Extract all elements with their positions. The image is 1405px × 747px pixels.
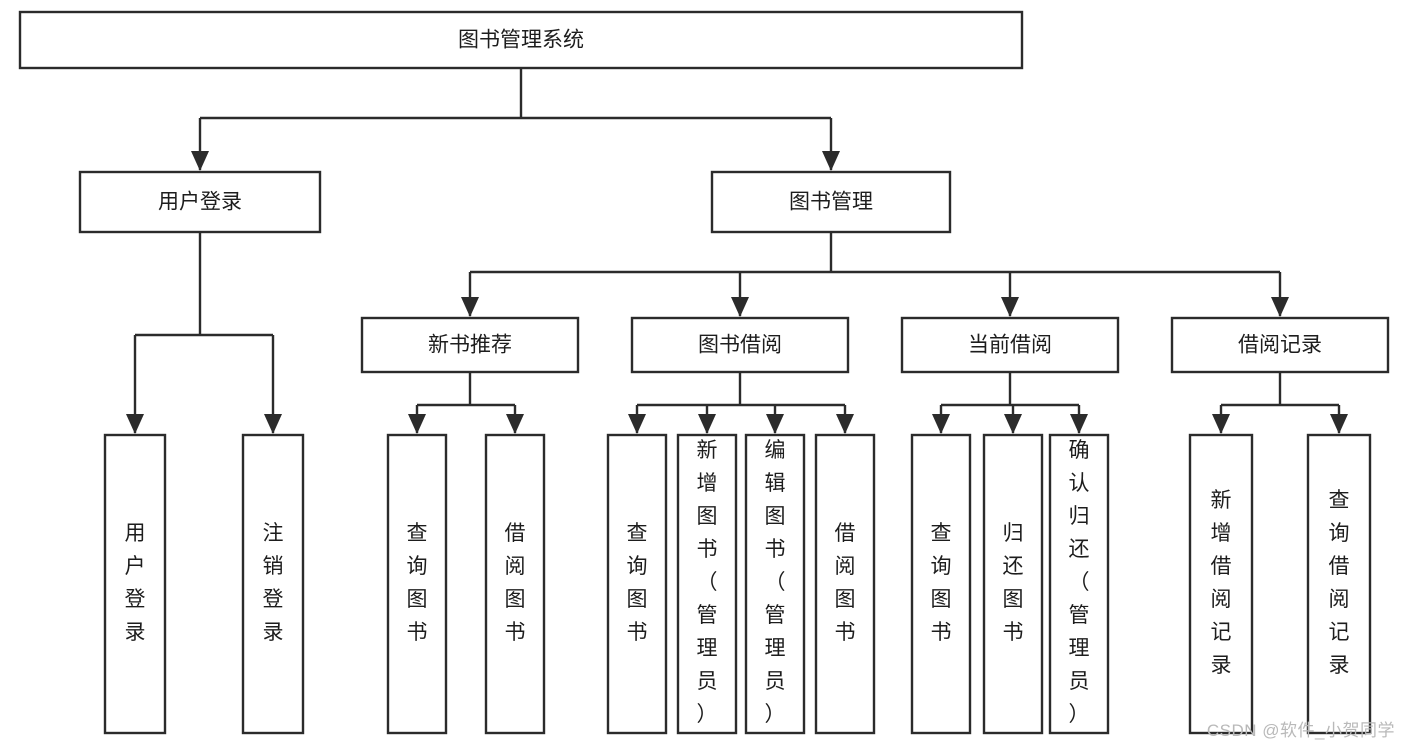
node-new-book-recommend[interactable]: 新书推荐 [360, 316, 580, 374]
node-box-user-login [78, 170, 322, 234]
node-box-book-manage [710, 170, 952, 234]
node-box-leaf-borrow-book-2 [814, 433, 876, 735]
node-box-leaf-user-login [103, 433, 167, 735]
node-leaf-confirm-return[interactable]: 确认归还（管理员） [1048, 433, 1110, 735]
node-leaf-query-book-1[interactable]: 查询图书 [386, 433, 448, 735]
node-box-leaf-query-book-3 [910, 433, 972, 735]
node-label-borrow-records: 借阅记录 [1238, 334, 1322, 357]
node-leaf-add-book[interactable]: 新增图书（管理员） [676, 433, 738, 735]
node-label-leaf-edit-book: 编辑图书（管理员） [765, 439, 786, 726]
node-label-leaf-confirm-return: 确认归还（管理员） [1069, 439, 1090, 726]
arrow-head-icon-leaf-borrow-book-1 [506, 414, 524, 434]
node-leaf-edit-book[interactable]: 编辑图书（管理员） [744, 433, 806, 735]
node-box-leaf-add-book [676, 433, 738, 735]
node-label-root: 图书管理系统 [458, 29, 584, 52]
arrow-head-icon-leaf-user-logout [264, 414, 282, 434]
node-leaf-borrow-book-1[interactable]: 借阅图书 [484, 433, 546, 735]
arrow-head-icon-leaf-query-book-2 [628, 414, 646, 434]
node-borrow-records[interactable]: 借阅记录 [1170, 316, 1390, 374]
node-box-leaf-confirm-return [1048, 433, 1110, 735]
node-user-login[interactable]: 用户登录 [78, 170, 322, 234]
node-box-leaf-edit-book [744, 433, 806, 735]
arrow-head-icon-leaf-add-record [1212, 414, 1230, 434]
node-box-leaf-user-logout [241, 433, 305, 735]
arrow-head-icon-borrow-records [1271, 297, 1289, 317]
node-box-leaf-query-book-1 [386, 433, 448, 735]
node-leaf-user-logout[interactable]: 注销登录 [241, 433, 305, 735]
arrow-head-icon-leaf-return-book [1004, 414, 1022, 434]
connectors-layer [126, 68, 1348, 434]
node-label-user-login: 用户登录 [158, 191, 242, 214]
node-box-current-borrow [900, 316, 1120, 374]
node-label-leaf-query-record: 查询借阅记录 [1329, 489, 1350, 677]
node-box-root [18, 10, 1024, 70]
arrow-head-icon-book-manage [822, 151, 840, 171]
node-label-leaf-add-book: 新增图书（管理员） [697, 439, 718, 726]
node-box-book-borrow [630, 316, 850, 374]
arrow-head-icon-new-book-recommend [461, 297, 479, 317]
arrow-head-icon-user-login [191, 151, 209, 171]
node-leaf-query-book-3[interactable]: 查询图书 [910, 433, 972, 735]
node-leaf-user-login[interactable]: 用户登录 [103, 433, 167, 735]
node-box-leaf-borrow-book-1 [484, 433, 546, 735]
node-label-current-borrow: 当前借阅 [968, 334, 1052, 357]
node-label-book-borrow: 图书借阅 [698, 334, 782, 357]
node-book-manage[interactable]: 图书管理 [710, 170, 952, 234]
node-label-leaf-borrow-book-2: 借阅图书 [835, 522, 856, 644]
node-leaf-query-book-2[interactable]: 查询图书 [606, 433, 668, 735]
arrow-head-icon-leaf-query-book-3 [932, 414, 950, 434]
node-book-borrow[interactable]: 图书借阅 [630, 316, 850, 374]
node-label-new-book-recommend: 新书推荐 [428, 334, 512, 357]
node-leaf-borrow-book-2[interactable]: 借阅图书 [814, 433, 876, 735]
nodes-layer: 图书管理系统用户登录图书管理新书推荐图书借阅当前借阅借阅记录用户登录注销登录查询… [18, 10, 1390, 735]
node-label-leaf-add-record: 新增借阅记录 [1211, 489, 1232, 677]
node-box-new-book-recommend [360, 316, 580, 374]
node-label-book-manage: 图书管理 [789, 191, 873, 214]
node-box-borrow-records [1170, 316, 1390, 374]
node-label-leaf-query-book-1: 查询图书 [407, 522, 428, 644]
node-box-leaf-query-record [1306, 433, 1372, 735]
node-box-leaf-query-book-2 [606, 433, 668, 735]
arrow-head-icon-leaf-confirm-return [1070, 414, 1088, 434]
node-label-leaf-return-book: 归还图书 [1003, 522, 1024, 644]
node-label-leaf-user-login: 用户登录 [125, 522, 146, 644]
node-leaf-query-record[interactable]: 查询借阅记录 [1306, 433, 1372, 735]
node-leaf-add-record[interactable]: 新增借阅记录 [1188, 433, 1254, 735]
node-current-borrow[interactable]: 当前借阅 [900, 316, 1120, 374]
node-root[interactable]: 图书管理系统 [18, 10, 1024, 70]
node-leaf-return-book[interactable]: 归还图书 [982, 433, 1044, 735]
arrow-head-icon-leaf-user-login [126, 414, 144, 434]
node-label-leaf-query-book-3: 查询图书 [931, 522, 952, 644]
arrow-head-icon-leaf-query-record [1330, 414, 1348, 434]
node-label-leaf-query-book-2: 查询图书 [627, 522, 648, 644]
arrow-head-icon-book-borrow [731, 297, 749, 317]
arrow-head-icon-leaf-edit-book [766, 414, 784, 434]
node-box-leaf-add-record [1188, 433, 1254, 735]
arrow-head-icon-leaf-add-book [698, 414, 716, 434]
arrow-head-icon-current-borrow [1001, 297, 1019, 317]
node-label-leaf-borrow-book-1: 借阅图书 [505, 522, 526, 644]
node-label-leaf-user-logout: 注销登录 [263, 522, 284, 644]
arrow-head-icon-leaf-query-book-1 [408, 414, 426, 434]
arrow-head-icon-leaf-borrow-book-2 [836, 414, 854, 434]
node-box-leaf-return-book [982, 433, 1044, 735]
